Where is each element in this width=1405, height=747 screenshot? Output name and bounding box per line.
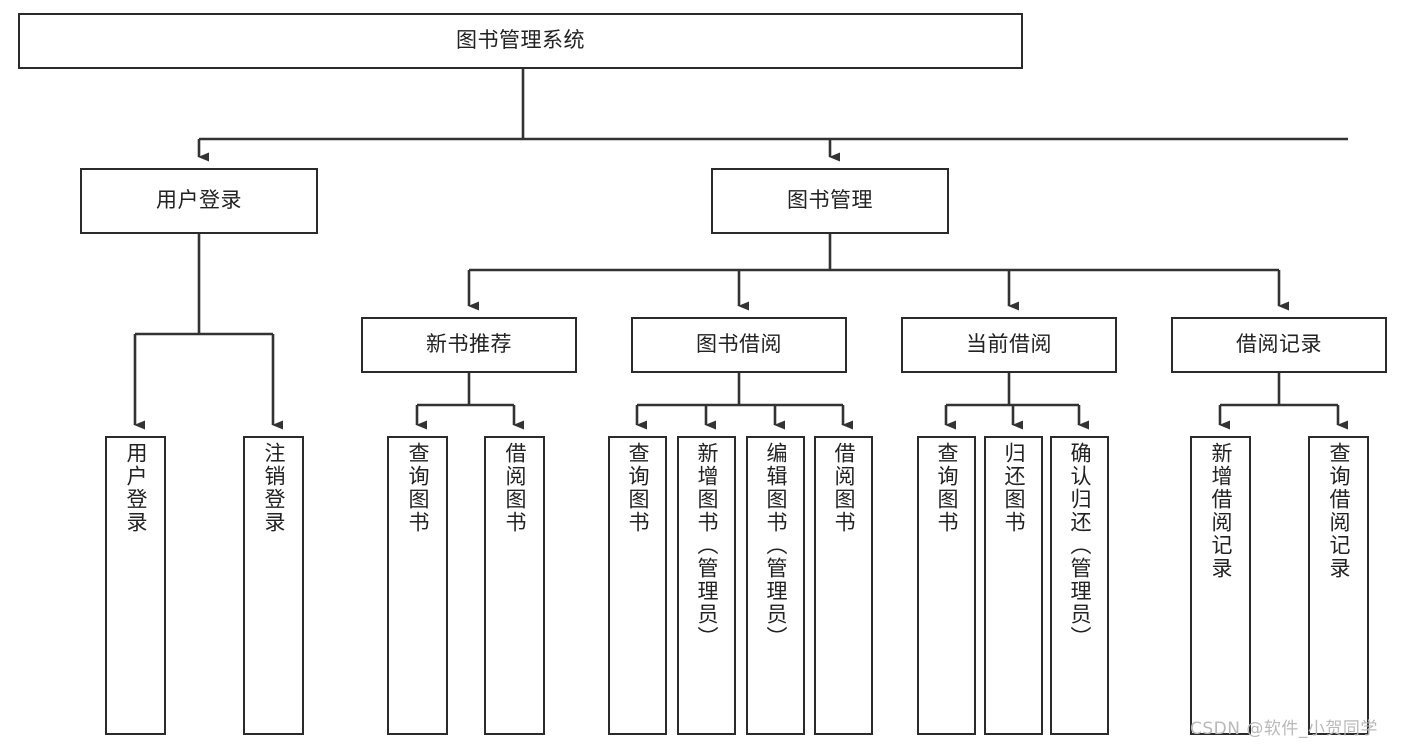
leaf-borrow-book-label: 借阅图书	[832, 442, 856, 534]
leaf-return-book[interactable]: 归还图书	[984, 436, 1043, 735]
leaf-logout-label: 注销登录	[262, 442, 286, 534]
csdn-watermark: CSDN @软件_小贺同学	[1190, 719, 1378, 739]
leaf-edit-book-admin-label: 编辑图书（管理员）	[764, 442, 788, 649]
leaf-query-book-borrow[interactable]: 查询图书	[608, 436, 667, 735]
leaf-confirm-return-admin[interactable]: 确认归还（管理员）	[1050, 436, 1109, 735]
leaf-add-borrow-record[interactable]: 新增借阅记录	[1190, 436, 1251, 735]
leaf-user-login-label: 用户登录	[124, 442, 148, 534]
leaf-query-book-recommend[interactable]: 查询图书	[387, 436, 448, 735]
leaf-logout[interactable]: 注销登录	[243, 436, 304, 735]
node-borrow-record[interactable]: 借阅记录	[1171, 317, 1387, 373]
leaf-add-borrow-record-label: 新增借阅记录	[1209, 442, 1233, 580]
leaf-add-book-admin-label: 新增图书（管理员）	[695, 442, 719, 649]
node-user-login[interactable]: 用户登录	[80, 168, 318, 234]
node-current-borrow-label: 当前借阅	[966, 332, 1052, 357]
leaf-query-book-borrow-label: 查询图书	[626, 442, 650, 534]
node-book-management-label: 图书管理	[787, 188, 873, 213]
leaf-query-borrow-record[interactable]: 查询借阅记录	[1308, 436, 1369, 735]
leaf-add-book-admin[interactable]: 新增图书（管理员）	[677, 436, 736, 735]
node-book-borrow[interactable]: 图书借阅	[631, 317, 847, 373]
node-user-login-label: 用户登录	[156, 188, 242, 213]
leaf-query-book-recommend-label: 查询图书	[406, 442, 430, 534]
leaf-confirm-return-admin-label: 确认归还（管理员）	[1068, 442, 1092, 649]
node-root-label: 图书管理系统	[456, 28, 585, 53]
leaf-edit-book-admin[interactable]: 编辑图书（管理员）	[746, 436, 805, 735]
node-root[interactable]: 图书管理系统	[18, 13, 1023, 69]
leaf-query-borrow-record-label: 查询借阅记录	[1327, 442, 1351, 580]
leaf-borrow-book[interactable]: 借阅图书	[814, 436, 873, 735]
node-book-borrow-label: 图书借阅	[696, 332, 782, 357]
leaf-borrow-book-recommend[interactable]: 借阅图书	[484, 436, 545, 735]
node-book-management[interactable]: 图书管理	[711, 168, 949, 234]
node-new-book-recommend-label: 新书推荐	[426, 332, 512, 357]
node-borrow-record-label: 借阅记录	[1236, 332, 1322, 357]
leaf-query-book-current[interactable]: 查询图书	[917, 436, 976, 735]
leaf-borrow-book-recommend-label: 借阅图书	[503, 442, 527, 534]
leaf-return-book-label: 归还图书	[1002, 442, 1026, 534]
node-new-book-recommend[interactable]: 新书推荐	[361, 317, 577, 373]
leaf-user-login[interactable]: 用户登录	[105, 436, 166, 735]
leaf-query-book-current-label: 查询图书	[935, 442, 959, 534]
node-current-borrow[interactable]: 当前借阅	[901, 317, 1117, 373]
